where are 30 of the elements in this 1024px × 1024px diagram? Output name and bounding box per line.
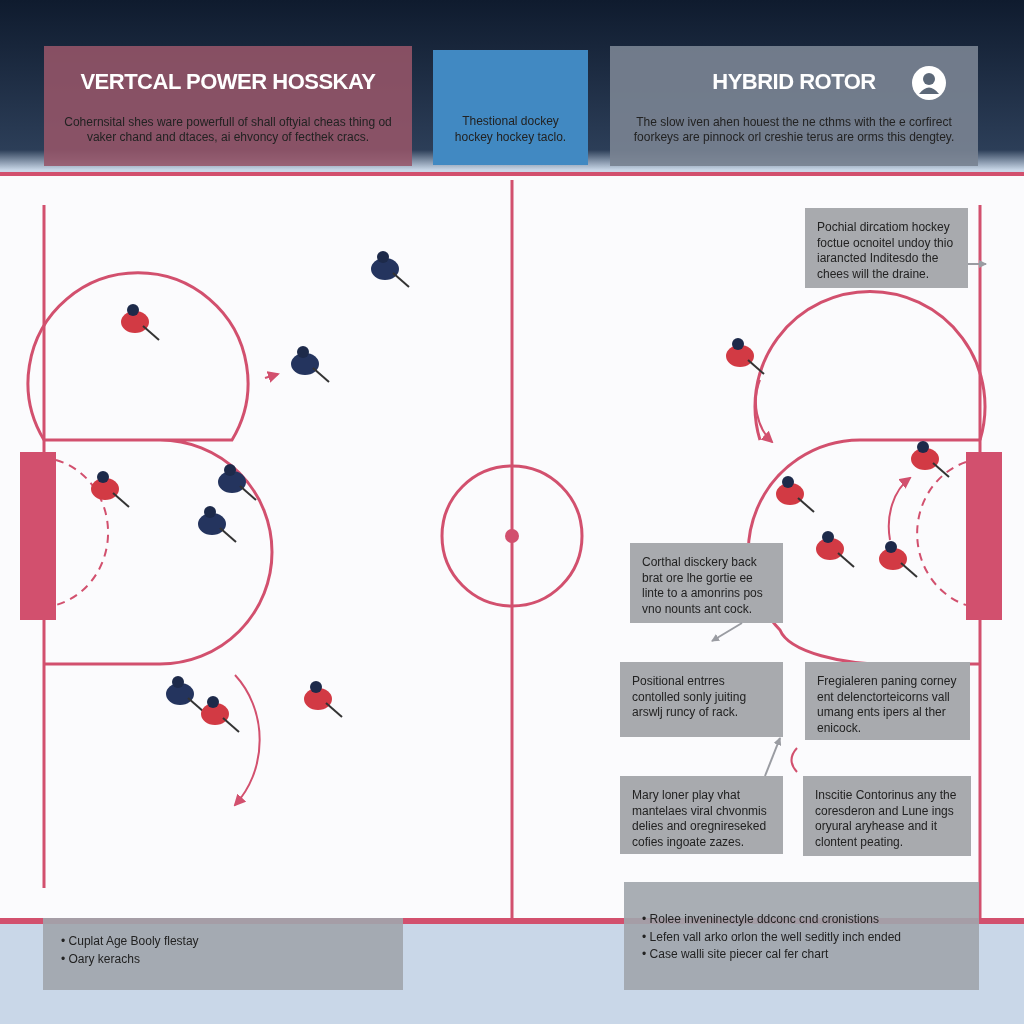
callout-text: Fregialeren paning corney ent delenctorteicorns vall umang ents ipers al ther enicock.: [817, 674, 958, 737]
callout-box: [805, 208, 968, 288]
callout-text: Inscitie Contorinus any the coresderon and Lune ings oryural aryhease and it clontent peating.: [815, 788, 958, 851]
bullet-item: • Oary kerachs: [61, 951, 141, 968]
header-panel: [433, 50, 588, 165]
callout-box: [620, 662, 783, 737]
callout-text: Corthal disckery back brat ore lhe gortie ee linte to a amonrins pos vno nounts ant cock.: [642, 555, 764, 618]
leader-arrow: [967, 260, 987, 268]
panel-heading: VERTCAL POWER HOSSKAY: [79, 68, 377, 96]
callout-text: Positional entrres contolled sonly juiting arswlj runcy of rack.: [632, 674, 748, 721]
header-panel: [610, 46, 978, 166]
callout-box: [620, 776, 783, 854]
leader-arrow: [764, 737, 782, 777]
callout-box: [805, 662, 970, 740]
callout-box: [630, 543, 783, 623]
callout-text: Thestional dockey hockey hockey taclo.: [453, 114, 568, 146]
callout-box: [803, 776, 971, 856]
bullet-item: • Cuplat Age Booly flestay: [61, 934, 200, 950]
bullet-item: • Case walli site piecer cal fer chart: [642, 947, 830, 963]
note-panel: [624, 882, 979, 990]
callout-text: Mary loner play vhat mantelaes viral chvonmis delies and oregnireseked cofies ingoate zazes.: [632, 788, 768, 851]
leader-arrow: [711, 622, 743, 642]
panel-description: Cohernsital shes ware powerfull of shall oftyial cheas thing od vaker chand and dtaces, ai ehvoncy of fecthek cracs.: [63, 114, 393, 146]
bullet-item: • Rolee inveninectyle ddconc cnd cronistions: [642, 912, 880, 928]
panel-heading: HYBRID ROTOR: [711, 68, 877, 96]
callout-text: Pochial dircatiom hockey foctue ocnoitel undoy thio iarancted Inditesdo the chees will the draine.: [817, 220, 955, 283]
note-panel: [43, 918, 403, 990]
panel-description: The slow iven ahen houest the ne cthms with the e corfirect foorkeys are pinnock orl creshie terus are orms this dengtey.: [632, 114, 956, 146]
header-panel: [44, 46, 412, 166]
bullet-item: • Lefen vall arko orlon the well seditly inch ended: [642, 929, 903, 946]
